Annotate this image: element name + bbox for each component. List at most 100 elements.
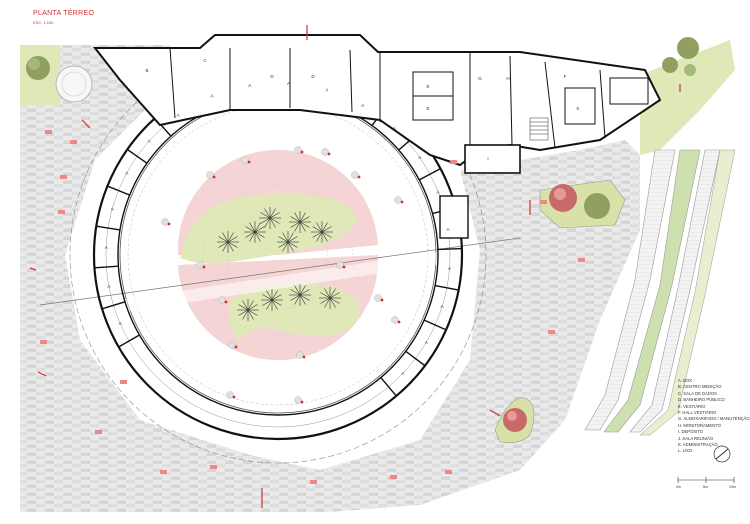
top-building-rooms xyxy=(169,47,649,150)
table-icon xyxy=(336,261,344,269)
planter-island-right xyxy=(539,179,626,229)
partition-wall xyxy=(405,350,426,367)
room-label-a: A xyxy=(393,126,396,131)
palm-tree-icon xyxy=(311,221,333,243)
seat-icon xyxy=(224,300,228,304)
room-label-d2: D xyxy=(311,74,315,79)
room-label-b: B xyxy=(145,68,148,73)
scale-label-10: 10m xyxy=(729,485,736,489)
palm-tree-icon xyxy=(319,287,341,309)
room-label-g: G xyxy=(478,76,482,81)
palm-trees xyxy=(217,207,341,321)
room-label-a: A xyxy=(211,94,214,99)
seat-icon xyxy=(202,265,206,269)
plan-scale: ESC. 1:100 xyxy=(33,20,54,25)
partition-wall xyxy=(118,334,140,348)
seat-icon xyxy=(342,265,346,269)
room-label-a: A xyxy=(148,139,151,144)
bench-icon xyxy=(58,210,65,214)
partition-wall xyxy=(434,284,459,291)
table-icon xyxy=(374,294,382,302)
table-icon xyxy=(218,296,226,304)
table-icon xyxy=(321,148,329,156)
bench-icon xyxy=(160,470,167,474)
table-icon xyxy=(226,391,234,399)
partition-wall xyxy=(423,319,447,331)
room-label-a: A xyxy=(437,189,440,194)
bench-icon xyxy=(445,470,452,474)
legend-item: C. SALA DE DADOS xyxy=(678,390,717,396)
legend-item: B. CENTRO MEDIÇÃO xyxy=(678,384,722,390)
palm-tree-icon xyxy=(289,211,311,233)
room-label-a: A xyxy=(325,88,328,93)
bench-icon xyxy=(390,475,397,479)
room-label-k: K xyxy=(576,106,579,111)
top-building xyxy=(92,34,662,167)
legend: A. BOX B. CENTRO MEDIÇÃO C. SALA DE DADO… xyxy=(678,378,750,455)
legend-item: L. LIXO xyxy=(678,448,693,454)
bench-icon xyxy=(578,258,585,262)
partition-wall xyxy=(107,185,130,196)
room-label-a: A xyxy=(447,227,450,232)
seat-icon xyxy=(400,200,404,204)
table-icon xyxy=(161,218,169,226)
legend-item: A. BOX xyxy=(678,378,692,383)
plaza-furniture xyxy=(40,130,585,484)
scale-label-5: 5m xyxy=(703,485,708,489)
legend-item: H. MONITORAMENTO xyxy=(678,422,721,428)
table-icon xyxy=(228,341,236,349)
legend-item: J. SALA REUNIÃO xyxy=(678,435,714,441)
table-icon xyxy=(241,156,249,164)
seat-icon xyxy=(232,395,236,399)
palm-tree-icon xyxy=(259,207,281,229)
room-label-a: A xyxy=(107,284,110,289)
partition-wall xyxy=(380,377,397,397)
scale-label-0: 0m xyxy=(676,485,681,489)
bench-icon xyxy=(45,130,52,134)
legend-item: G. ALMOXARIFADO / MANUTENÇÃO xyxy=(678,416,750,422)
room-label-a: A xyxy=(119,321,122,326)
room-label-c: C xyxy=(203,58,207,63)
seat-icon xyxy=(302,355,306,359)
tree-top-left xyxy=(26,56,50,80)
seat-icon xyxy=(357,175,361,179)
palm-tree-icon xyxy=(217,231,239,253)
partition-wall xyxy=(418,167,441,181)
partition-wall xyxy=(94,265,119,269)
bench-icon xyxy=(548,330,555,334)
bench-icon xyxy=(40,340,47,344)
legend-item: F. HALL VESTIÁRIO xyxy=(678,410,717,416)
room-label-a: A xyxy=(425,340,428,345)
palm-tree-icon xyxy=(277,231,299,253)
palm-tree-icon xyxy=(261,289,283,311)
seat-icon xyxy=(212,175,216,179)
seat-icon xyxy=(300,150,304,154)
seat-icon xyxy=(234,345,238,349)
bench-icon xyxy=(540,200,547,204)
table-icon xyxy=(206,171,214,179)
table-icon xyxy=(296,351,304,359)
room-label-e2: E xyxy=(426,106,429,111)
legend-item: K. ADMINISTRAÇÃO xyxy=(678,442,718,448)
stair xyxy=(529,117,549,141)
bench-icon xyxy=(450,160,457,164)
legend-item: I. DEPÓSITO xyxy=(678,429,704,435)
seat-icon xyxy=(397,320,401,324)
seat-icon xyxy=(327,152,331,156)
ramp-3 xyxy=(629,149,721,433)
room-label-a: A xyxy=(441,304,444,309)
north-arrow-icon xyxy=(713,445,731,463)
bench-icon xyxy=(120,380,127,384)
table-icon xyxy=(294,396,302,404)
room-label-f: F xyxy=(564,74,567,79)
bench-icon xyxy=(210,465,217,469)
round-planter xyxy=(55,65,93,103)
table-icon xyxy=(294,146,302,154)
table-icon xyxy=(391,316,399,324)
seat-icon xyxy=(300,400,304,404)
annex xyxy=(464,144,521,174)
partition-wall xyxy=(437,247,462,251)
room-label-i: I xyxy=(487,156,488,161)
room-label-a: A xyxy=(248,83,251,88)
